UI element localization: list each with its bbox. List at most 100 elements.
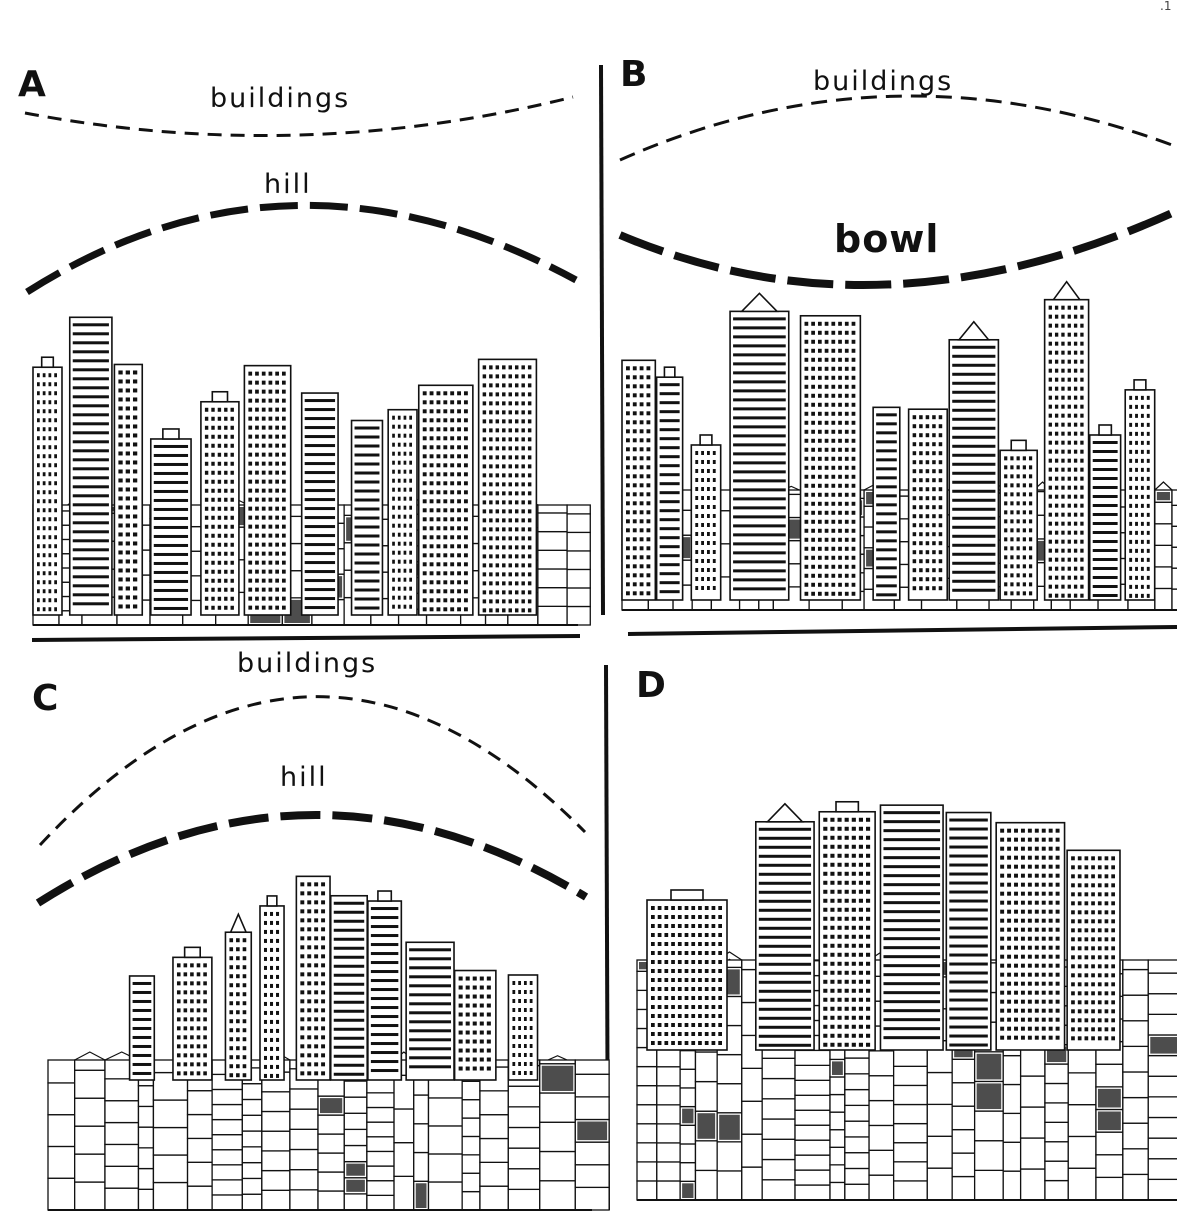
tower-penthouse [377, 890, 393, 902]
tower-4 [200, 390, 240, 616]
panel-b-buildings-curve [619, 94, 1173, 162]
tower-9 [417, 384, 474, 616]
tower-body [646, 899, 728, 1051]
tree-cluster [541, 1065, 574, 1091]
tower-body [690, 444, 722, 601]
tower-body [405, 941, 455, 1081]
tower-4 [295, 875, 331, 1081]
tower-penthouse [1010, 439, 1027, 452]
tree-cluster [415, 1183, 427, 1208]
tree-cluster [346, 1163, 365, 1176]
tower-8 [387, 408, 418, 616]
tower-body [68, 316, 113, 616]
tower-0 [621, 359, 657, 601]
tower-spire [957, 320, 991, 341]
tower-penthouse [40, 356, 55, 369]
tower-1 [818, 800, 876, 1051]
tower-4 [799, 314, 862, 601]
tower-body [907, 408, 949, 601]
tower-10 [1088, 424, 1122, 601]
tower-body [329, 894, 369, 1081]
tower-1 [172, 946, 213, 1081]
tower-5 [1066, 849, 1121, 1051]
tower-1 [68, 316, 113, 616]
tower-penthouse [1133, 379, 1147, 391]
tower-penthouse [663, 366, 676, 378]
panel-a-hill-curve [25, 201, 578, 295]
tree-cluster [976, 1053, 1002, 1080]
panel-b-buildings-label: buildings [813, 66, 953, 97]
tree-cluster [1150, 1036, 1177, 1054]
panel-a-buildings-curve [24, 95, 574, 137]
tower-0 [128, 975, 156, 1081]
tower-penthouse [162, 428, 180, 440]
panel-d: D [636, 665, 1177, 1201]
tower-6 [300, 392, 339, 616]
tower-0 [754, 802, 815, 1051]
panel-d-skyline [636, 800, 1177, 1201]
tower-9 [1043, 280, 1090, 601]
tower-penthouse [1098, 424, 1113, 436]
tree-cluster [682, 1108, 694, 1124]
horizontal-divider-right [627, 625, 1177, 636]
tower-body [879, 804, 944, 1051]
tower-body [300, 392, 339, 616]
tower-7 [948, 320, 1000, 601]
tower-9 [507, 974, 539, 1081]
panel-c: C buildings hill [32, 648, 610, 1211]
tower-6 [907, 408, 949, 601]
tower-2 [879, 804, 944, 1051]
tree-cluster [1097, 1111, 1121, 1131]
tree-cluster [697, 1113, 716, 1139]
panel-b-skyline [621, 280, 1177, 611]
tower-11 [1124, 379, 1156, 601]
tower-body [295, 875, 331, 1081]
panel-c-skyline [47, 875, 610, 1211]
panel-letter-d: D [636, 665, 666, 706]
tree-cluster [832, 1061, 843, 1075]
tree-cluster [719, 1114, 740, 1140]
tower-penthouse [211, 390, 229, 403]
tower-8 [999, 439, 1038, 601]
tower-6 [367, 890, 403, 1081]
tower-5 [329, 894, 369, 1081]
panel-letter-c: C [32, 678, 58, 719]
tower-spire [229, 912, 248, 934]
tower-3 [259, 895, 285, 1081]
tree-cluster [319, 1098, 343, 1114]
panel-a-buildings-label: buildings [210, 83, 350, 114]
tower-spire [1051, 280, 1082, 301]
tower-3 [149, 428, 192, 616]
tower-10 [477, 358, 538, 616]
panel-b-bowl-label: bowl [834, 217, 939, 261]
tower-3 [945, 811, 992, 1051]
tower-body [387, 408, 418, 616]
tower-4 [995, 821, 1066, 1051]
tower-8 [453, 969, 497, 1081]
tower-body [655, 376, 684, 601]
tower-5 [243, 364, 292, 616]
panel-c-buildings-curve [38, 695, 587, 847]
panel-a-hill-label: hill [264, 169, 312, 200]
panel-c-hill-label: hill [280, 762, 328, 793]
tower-body [948, 338, 1000, 601]
tower-2 [113, 363, 144, 616]
tower-6 [646, 889, 728, 1051]
panel-b-bowl-curve [618, 209, 1174, 289]
panel-a: A buildings hill [18, 64, 591, 626]
tree-cluster [682, 1183, 694, 1198]
tower-spire [765, 802, 805, 823]
tower-penthouse [699, 434, 713, 446]
tower-body [477, 358, 538, 616]
vertical-divider-top [599, 64, 605, 616]
tower-penthouse [266, 895, 278, 907]
tower-body [799, 314, 862, 601]
tree-cluster [577, 1121, 608, 1141]
horizontal-divider-left [31, 634, 581, 642]
tower-penthouse [835, 800, 860, 813]
tower-3 [729, 292, 790, 601]
tower-5 [872, 406, 901, 601]
tree-cluster [346, 1179, 365, 1192]
tower-spire [739, 292, 779, 313]
